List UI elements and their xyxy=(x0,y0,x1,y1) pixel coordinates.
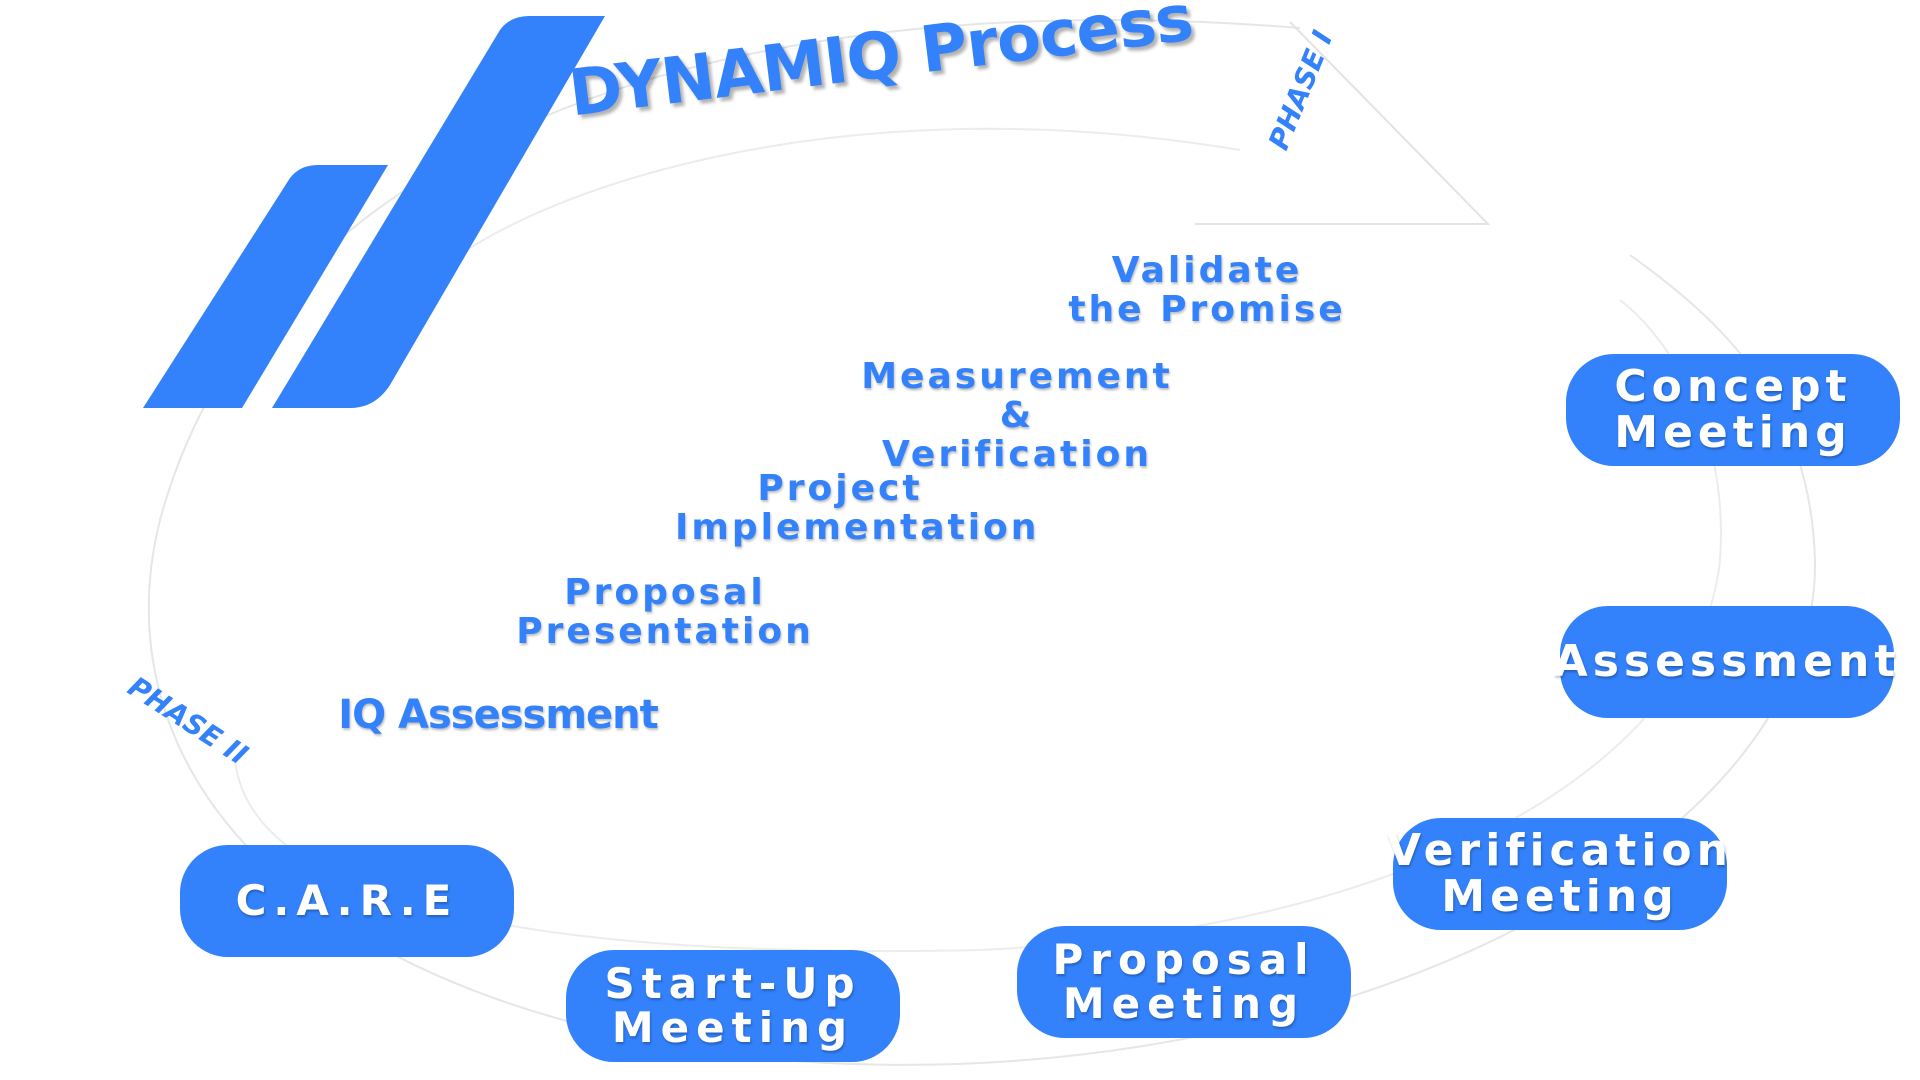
start-up-meeting-pill: Start-Up Meeting xyxy=(566,950,900,1062)
care-pill: C.A.R.E xyxy=(180,845,514,957)
loop-arrowhead xyxy=(1195,21,1491,225)
logo-mark xyxy=(143,165,388,408)
project-implementation-step: Project Implementation xyxy=(675,468,1040,548)
iq-assessment-step: IQ Assessment xyxy=(338,692,659,738)
validate-the-promise-step: Validate the Promise xyxy=(1068,250,1346,330)
logo-mark-tall xyxy=(272,16,605,408)
measurement-verification-step: Measurement & Verification xyxy=(861,356,1173,475)
proposal-presentation-step: Proposal Presentation xyxy=(516,572,814,652)
assessment-pill: Assessment xyxy=(1554,606,1895,718)
concept-meeting-pill: Concept Meeting xyxy=(1566,354,1900,466)
proposal-meeting-pill: Proposal Meeting xyxy=(1017,926,1351,1038)
verification-meeting-pill: Verification Meeting xyxy=(1387,818,1728,930)
